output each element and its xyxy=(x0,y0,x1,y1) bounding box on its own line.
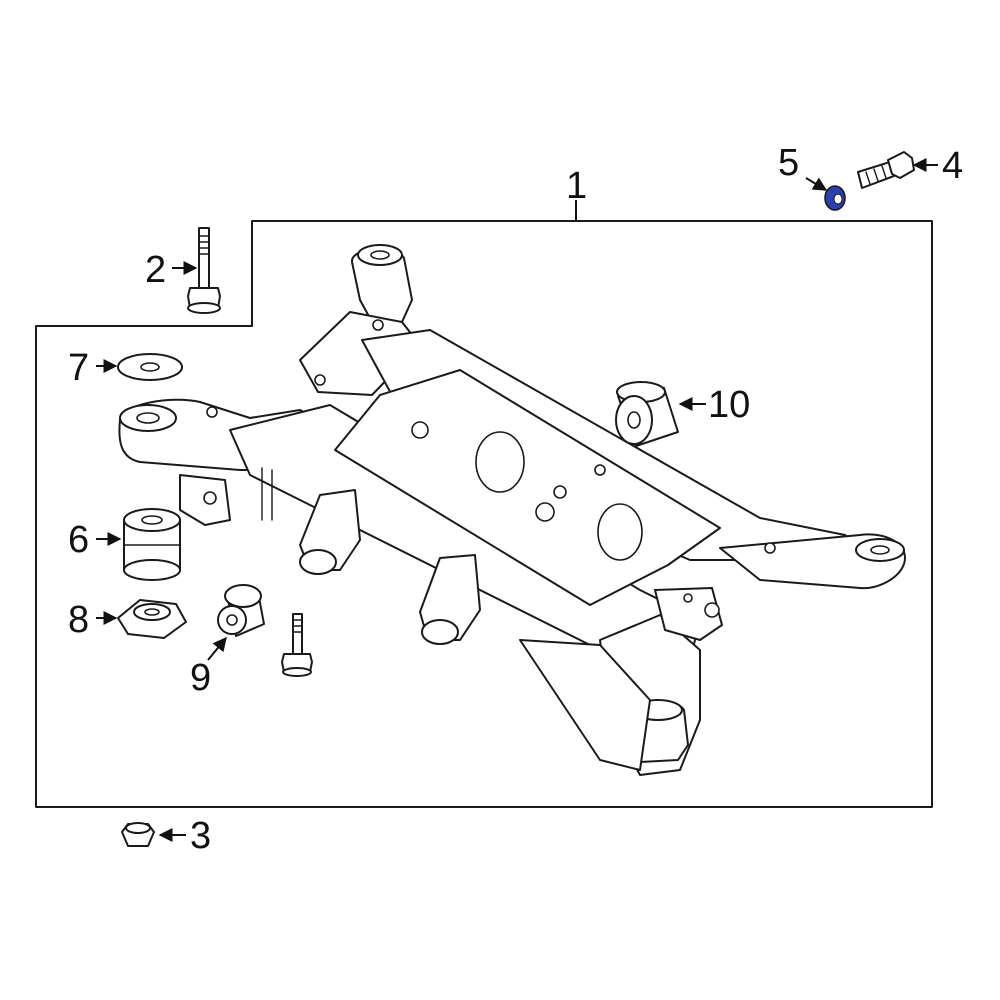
bushing-icon[interactable] xyxy=(615,381,679,447)
callout-1-label: 1 xyxy=(566,165,587,207)
subframe-assembly-icon[interactable] xyxy=(118,244,906,776)
bushing-icon[interactable] xyxy=(217,584,265,637)
callout-8-label: 8 xyxy=(68,599,89,641)
assembly-boundary xyxy=(35,220,933,808)
callout-10-label: 10 xyxy=(708,384,750,426)
callout-3-label: 3 xyxy=(190,815,211,857)
callout-9-leader xyxy=(207,636,227,661)
bushing-icon[interactable] xyxy=(123,508,181,581)
mount-bracket-icon[interactable] xyxy=(117,599,187,639)
nut-icon[interactable] xyxy=(121,822,155,847)
callout-2-label: 2 xyxy=(145,249,166,291)
callout-9-label: 9 xyxy=(190,657,211,699)
callout-5-leader xyxy=(805,177,828,191)
callout-7-label: 7 xyxy=(68,347,89,389)
highlighted-nut-icon[interactable] xyxy=(824,185,846,211)
bolt-icon[interactable] xyxy=(187,227,221,314)
bolt-icon[interactable] xyxy=(857,151,915,189)
washer-icon[interactable] xyxy=(117,353,183,381)
bolt-icon[interactable] xyxy=(281,613,313,677)
callout-6-label: 6 xyxy=(68,519,89,561)
callout-5-label: 5 xyxy=(778,142,799,184)
callout-4-label: 4 xyxy=(942,145,963,187)
